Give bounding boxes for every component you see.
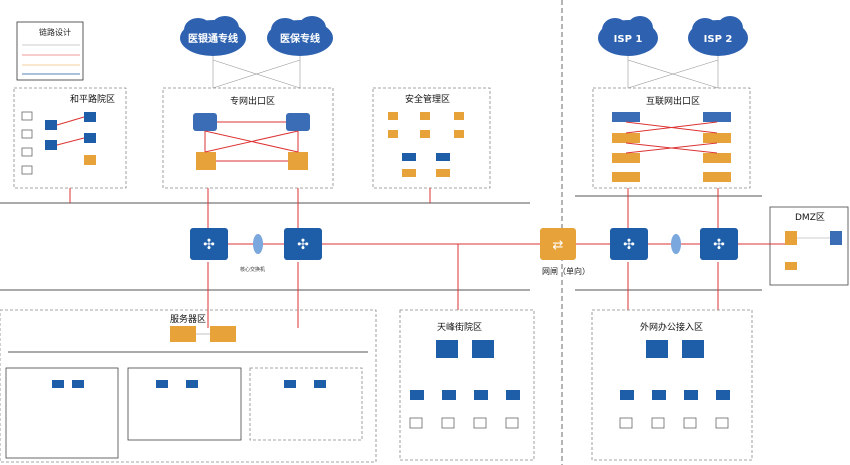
gateway-device: ⇄ 网闸（单向）	[540, 228, 590, 276]
core-switch-right-b: ✣	[700, 228, 738, 260]
zone-internet-exit: 互联网出口区	[592, 87, 751, 189]
legend-box: 链路设计	[16, 21, 84, 81]
zone-heping-label: 和平路院区	[70, 93, 115, 105]
zone-tianfeng-label: 天峰街院区	[437, 321, 482, 333]
cloud-isp1-label: ISP 1	[614, 34, 643, 45]
svg-text:⇄: ⇄	[553, 238, 564, 253]
cloud-links	[212, 56, 719, 89]
core-links	[207, 243, 785, 328]
zone-security: 安全管理区	[372, 87, 491, 189]
zone-dmz: DMZ区	[769, 206, 849, 286]
core-switch-left-a: ✣	[190, 228, 228, 260]
gateway-label: 网闸（单向）	[542, 266, 590, 276]
zone-heping: 和平路院区	[13, 87, 127, 189]
core-switch-left-b: ✣	[284, 228, 322, 260]
svg-text:✣: ✣	[203, 237, 215, 253]
core-switch-left-label: 核心交换机	[240, 266, 265, 273]
zone-private-exit-label: 专网出口区	[230, 95, 275, 107]
stack-link-left	[253, 234, 263, 254]
cloud-yibaotong-label: 医银通专线	[188, 32, 238, 45]
zone-dmz-label: DMZ区	[795, 212, 825, 223]
zone-outer-office: 外网办公接入区	[591, 309, 753, 461]
stack-link-right	[671, 234, 681, 254]
zone-tianfeng: 天峰街院区	[399, 309, 535, 461]
svg-text:✣: ✣	[297, 237, 309, 253]
legend-title: 链路设计	[39, 27, 71, 37]
zone-server: 服务器区	[0, 309, 377, 463]
zone-private-exit: 专网出口区	[162, 87, 334, 189]
cloud-yibaotong: 医银通专线	[180, 16, 246, 56]
zone-security-label: 安全管理区	[405, 93, 450, 105]
cloud-isp1: ISP 1	[598, 16, 658, 56]
cloud-isp2: ISP 2	[688, 16, 748, 56]
cloud-yibao-label: 医保专线	[280, 32, 320, 45]
zone-internet-exit-label: 互联网出口区	[646, 95, 700, 107]
zone-server-label: 服务器区	[170, 313, 206, 325]
zone-outer-office-label: 外网办公接入区	[640, 321, 703, 333]
svg-text:✣: ✣	[623, 237, 635, 253]
core-switch-right-a: ✣	[610, 228, 648, 260]
svg-text:✣: ✣	[713, 237, 725, 253]
cloud-yibao: 医保专线	[267, 16, 333, 56]
cloud-isp2-label: ISP 2	[704, 34, 733, 45]
